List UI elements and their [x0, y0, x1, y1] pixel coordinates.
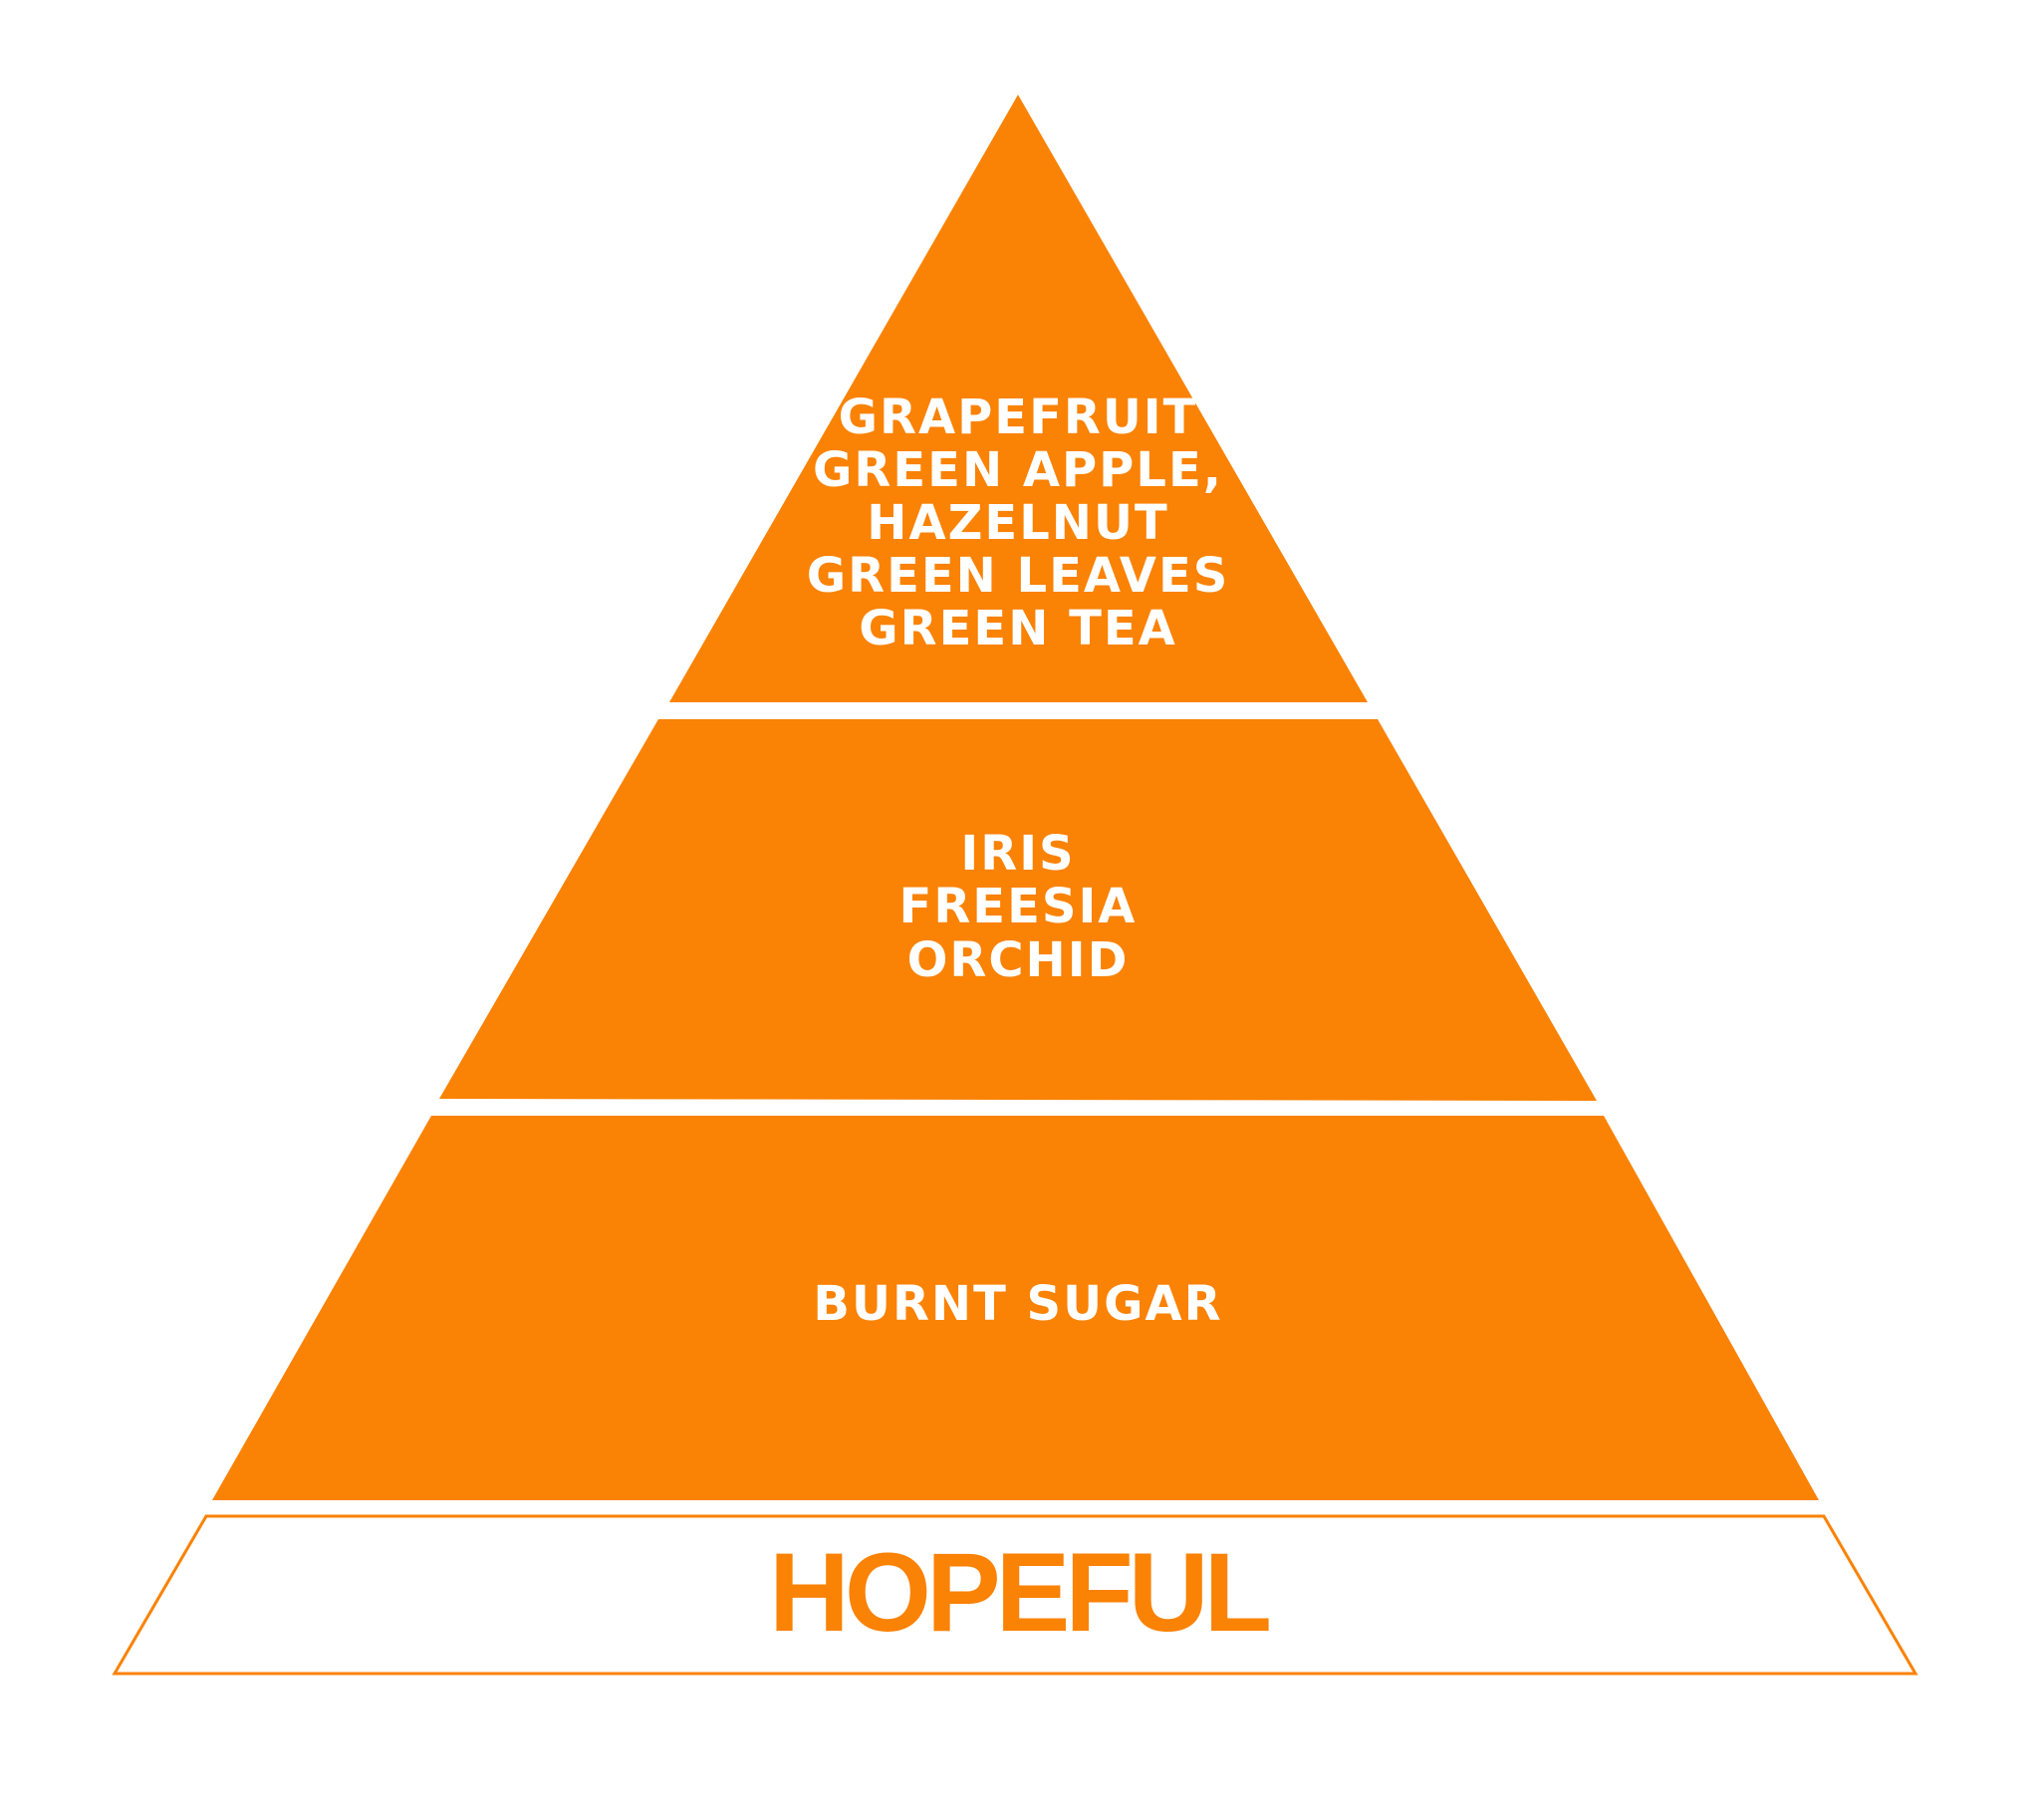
- top-note: GREEN LEAVES: [807, 548, 1230, 604]
- top-tier: [669, 95, 1368, 702]
- top-notes: GRAPEFRUIT GREEN APPLE, HAZELNUT GREEN L…: [807, 390, 1230, 656]
- base-tier: [212, 1116, 1819, 1500]
- base-note: BURNT SUGAR: [813, 1276, 1222, 1332]
- top-note: HAZELNUT: [867, 495, 1168, 551]
- middle-note: IRIS: [960, 826, 1075, 882]
- middle-tier: [439, 719, 1597, 1101]
- top-note: GRAPEFRUIT: [839, 390, 1198, 445]
- base-notes: BURNT SUGAR: [813, 1276, 1222, 1332]
- base-label: HOPEFUL: [769, 1530, 1269, 1655]
- top-note: GREEN APPLE,: [813, 442, 1223, 498]
- middle-note: ORCHID: [907, 932, 1130, 988]
- middle-notes: IRIS FREESIA ORCHID: [899, 826, 1138, 988]
- middle-note: FREESIA: [899, 879, 1138, 934]
- base-label-box: [112, 1514, 1918, 1676]
- top-note: GREEN TEA: [859, 601, 1177, 656]
